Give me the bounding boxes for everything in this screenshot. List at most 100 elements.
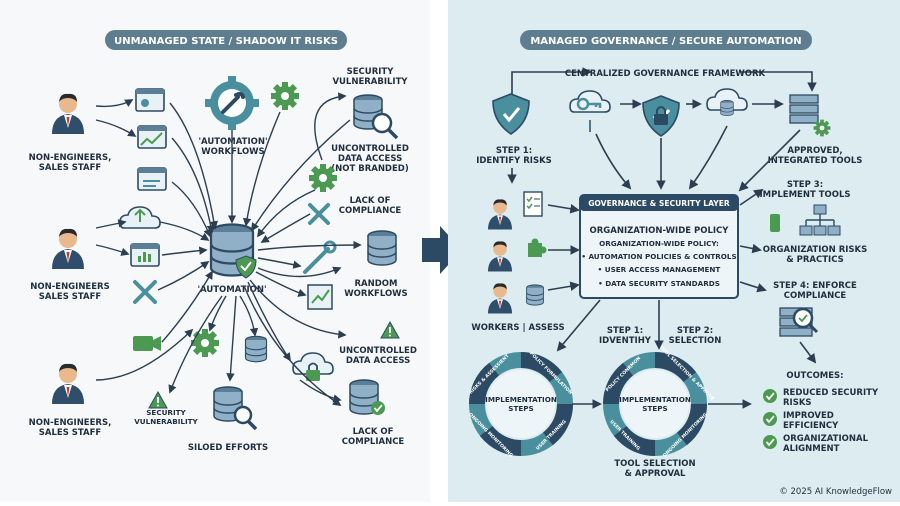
governance-bullet-1: • AUTOMATION POLICIES & CONTROLS [581,252,736,261]
security-vulnerability-bottom-line1: SECURITY [146,408,186,417]
arrow-to-cycle-left [556,299,601,352]
user-label-2-line2: SALES STAFF [39,292,102,302]
outcome-1-line1: REDUCED SECURITY [783,388,879,398]
left-panel-header: UNMANAGED STATE / SHADOW IT RISKS [114,36,338,47]
outcome-3-line1: ORGANIZATIONAL [783,434,869,444]
outcomes-title: OUTCOMES: [786,371,843,381]
governance-layer-title: GOVERNANCE & SECURITY LAYER [588,199,730,208]
lack-of-compliance-top-line1: LACK OF [350,196,391,206]
framework-title: CENTRALIZED GOVERNANCE FRAMEWORK [565,69,766,79]
gear-icon-top [271,82,299,110]
automation-workflows-line1: 'AUTOMATION' [198,137,267,147]
chart-screen-icon [137,125,167,149]
wrench-icon-right [303,240,337,274]
checklist-icon [523,191,543,217]
outcome-check-icon-3 [762,434,778,450]
step1-identify-line2: IDENTIFY RISKS [476,156,552,166]
key-cloud-icon [569,90,611,132]
automation-hub-shield-icon [235,255,257,279]
tools-icon-left [133,280,157,304]
arrow-worker-1 [547,204,580,214]
database-worker-icon [526,284,544,306]
step1-identity-line2: IDVENTIHY [599,336,652,346]
lack-of-compliance-bottom-line1: LACK OF [353,427,394,437]
right-panel-header-pill [520,30,812,50]
governance-layer-sub: ORGANIZATION-WIDE POLICY: [599,239,719,248]
step4-line1: STEP 4: ENFORCE [773,281,857,291]
siloed-efforts-database-icon [213,386,258,431]
tool-selection-line2: & APPROVAL [625,469,687,479]
arrow-to-outcomes [799,341,817,364]
lock-shield-icon [641,94,681,138]
arrow-worker-3 [547,281,580,291]
cycle-right-center-line1: IMPLEMENTATION [619,395,691,404]
user-label-1-line2: SALES STAFF [39,163,102,173]
step1-identify-line1: STEP 1: [496,146,532,156]
user-label-1-line1: NON-ENGINEERS, [29,153,112,163]
arrow-into-layer-1 [595,133,632,190]
camera-icon [133,336,161,351]
approved-tools-line1: APPROVED, [787,146,842,156]
uncontrolled-data-access-bottom-line1: UNCONTROLLED [339,346,417,356]
left-panel-header-pill [105,30,347,50]
step3-line1: STEP 3: [787,180,823,190]
outcome-2-line2: EFFICIENCY [783,421,839,431]
step3-line2: IMPLEMENT TOOLS [760,190,851,200]
database-top-right-icon [353,94,399,140]
arrow-into-layer-3 [688,125,728,190]
arrow-to-org-risks [739,243,762,254]
cycle-left-center-line1: IMPLEMENTATION [485,395,557,404]
puzzle-icon [528,238,547,257]
tool-selection-line1: TOOL SELECTION [614,459,695,469]
random-workflows-line1: RANDOM [355,279,398,289]
automation-workflows-icon [205,76,259,130]
step2-selection-line1: STEP 2: [677,326,713,336]
org-risks-line2: & PRACTICS [786,255,843,265]
automation-hub-label: 'AUTOMATION' [197,285,266,295]
database-small-icon [244,335,268,363]
outcome-1-line2: RISKS [783,398,812,408]
governance-layer-box [579,194,739,299]
upload-cloud-icon [119,206,161,229]
step2-selection-line2: SELECTION [669,336,722,346]
presentation-icon [135,88,165,112]
approved-tools-line2: INTEGRATED TOOLS [768,156,863,166]
security-vulnerability-top-line1: SECURITY [347,67,395,77]
uncontrolled-data-access-top-line1: UNCONTROLLED [331,144,409,154]
workers-assess-label: WORKERS | ASSESS [471,323,564,333]
uncontrolled-data-access-bottom-line2: DATA ACCESS [346,356,410,366]
copyright: © 2025 AI KnowledgeFlow [779,487,892,497]
lack-of-compliance-top-line2: COMPLIANCE [339,206,402,216]
security-vulnerability-bottom-line2: VULNERABILITY [134,417,198,426]
siloed-efforts-label: SILOED EFFORTS [188,443,268,453]
cycle-right-center-line2: STEPS [642,404,667,413]
user-label-3-line1: NON-ENGINEERS, [29,418,112,428]
transition-arrow [422,226,462,274]
tools-icon-right [308,203,330,225]
governance-layer-main: ORGANIZATION-WIDE POLICY [590,226,730,236]
server-tools-icon [789,94,831,137]
left-panel-arrows [95,92,362,406]
cycle-left-center-line2: STEPS [508,404,533,413]
lock-cloud-icon [292,352,334,381]
uncontrolled-data-access-top-line3: (NOT BRANDED) [331,164,409,174]
arrow-to-step4 [739,281,767,293]
right-panel-header: MANAGED GOVERNANCE / SECURE AUTOMATION [530,36,801,47]
org-chart-icon [770,204,841,236]
outcome-3-line2: ALIGNMENT [783,444,840,454]
cycle-right [603,352,707,456]
step1-identity-line1: STEP 1: [607,326,643,336]
form-screen-icon [137,167,167,191]
governance-bullet-3: • DATA SECURITY STANDARDS [598,279,720,288]
arrow-to-step3 [739,188,764,206]
lack-of-compliance-bottom-line2: COMPLIANCE [342,437,405,447]
governance-bullet-2: • USER ACCESS MANAGEMENT [598,265,721,274]
arrow-into-layer-4 [738,129,801,192]
step4-line2: COMPLIANCE [784,291,847,301]
outcome-check-icon-2 [762,411,778,427]
outcome-check-icon-1 [762,388,778,404]
dashboard-screen-icon [130,243,160,267]
org-risks-line1: ORGANIZATION RISKS [763,245,867,255]
uncontrolled-data-access-top-line2: DATA ACCESS [338,154,402,164]
